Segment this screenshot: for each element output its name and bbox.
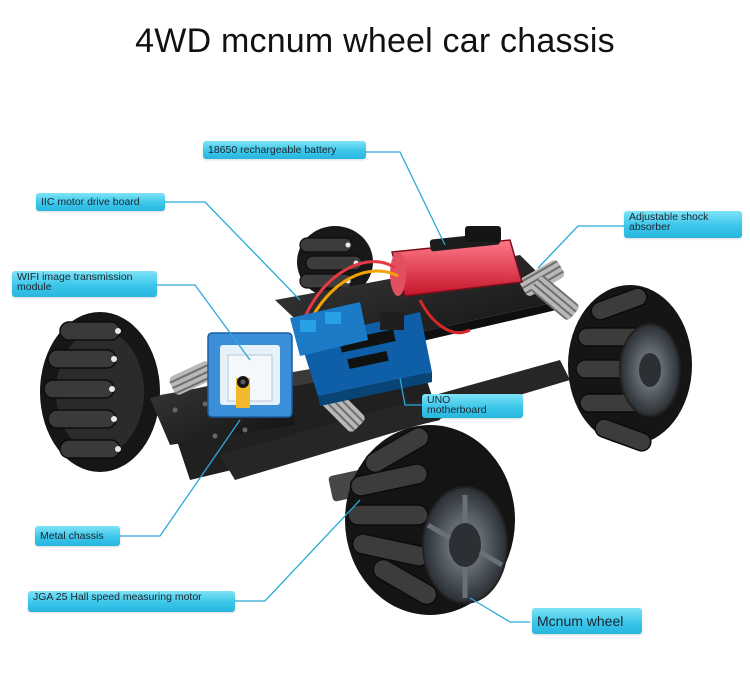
battery-pack (390, 226, 523, 297)
iic-motor-drive-board (290, 302, 368, 356)
label-motor-text: JGA 25 Hall speed measuring motor (33, 591, 202, 603)
shock-absorbers (169, 260, 579, 432)
label-wifi-text: WIFI image transmission module (17, 271, 133, 293)
label-wifi-module: WIFI image transmission module (12, 271, 157, 297)
label-iic-motor-drive-board: IIC motor drive board (36, 193, 165, 211)
leader-lines (118, 151, 626, 623)
label-shock-absorber: Adjustable shock absorber (624, 211, 742, 238)
front-right-wheel (568, 285, 692, 452)
label-battery: 18650 rechargeable battery (203, 141, 366, 159)
label-chassis-text: Metal chassis (40, 530, 104, 542)
front-left-wheel (345, 425, 515, 615)
label-iic-text: IIC motor drive board (41, 196, 140, 208)
rear-right-wheel (297, 226, 373, 298)
rear-left-wheel (40, 312, 160, 472)
page-title: 4WD mcnum wheel car chassis (135, 22, 615, 60)
label-mcnum-wheel: Mcnum wheel (532, 608, 642, 634)
label-uno-motherboard: UNO motherboard (422, 394, 523, 418)
label-metal-chassis: Metal chassis (35, 526, 120, 546)
wifi-camera-module (207, 332, 293, 418)
label-battery-text: 18650 rechargeable battery (208, 144, 337, 156)
label-shock-text: Adjustable shock absorber (629, 211, 709, 233)
label-wheel-text: Mcnum wheel (537, 613, 624, 629)
label-hall-motor: JGA 25 Hall speed measuring motor (28, 591, 235, 612)
label-uno-text: UNO motherboard (427, 394, 487, 416)
